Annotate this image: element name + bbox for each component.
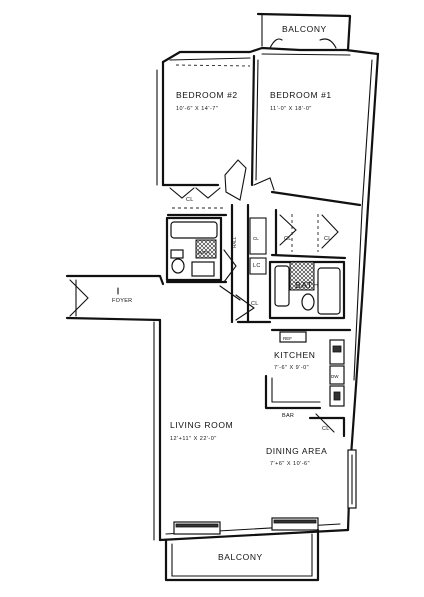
bath2-label: BATH bbox=[295, 280, 319, 290]
kitchen-closet-label: CL bbox=[322, 426, 330, 432]
bath-2: BATH bbox=[268, 260, 346, 320]
bedroom1-size: 11'-0" X 18'-0" bbox=[270, 106, 312, 112]
bedroom2-closet-label: CL bbox=[186, 197, 194, 203]
bedroom1-label: BEDROOM #1 bbox=[270, 90, 332, 100]
dining-area-size: 7'+6" X 10'-6" bbox=[270, 461, 310, 467]
balcony-top-label: BALCONY bbox=[282, 24, 327, 34]
living-room-label: LIVING ROOM bbox=[170, 420, 233, 430]
foyer: FOYER bbox=[65, 274, 165, 322]
bedroom2-door bbox=[224, 159, 247, 201]
dining-area-label: DINING AREA bbox=[266, 446, 327, 456]
kitchen: REF KITCHEN 7'-6" X 9'-0" DW BAR CL bbox=[264, 328, 352, 438]
living-room-size: 12'+11" X 22'-0" bbox=[170, 436, 217, 442]
balcony-bottom-label: BALCONY bbox=[218, 552, 263, 562]
bottom-wall bbox=[158, 517, 350, 542]
bar-label: BAR bbox=[282, 413, 294, 419]
bedroom2-label: BEDROOM #2 bbox=[176, 90, 238, 100]
living-room: LIVING ROOM 12'+11" X 22'-0" bbox=[153, 318, 233, 542]
bath1-label: BATH bbox=[198, 250, 210, 255]
kitchen-size: 7'-6" X 9'-0" bbox=[274, 365, 309, 371]
bedroom1-closet-a-label: CL bbox=[284, 236, 292, 242]
balcony-bottom: BALCONY bbox=[164, 528, 320, 582]
bedroom1-closet-b-label: CL bbox=[324, 236, 332, 242]
hall: HALL LC CL CL bbox=[219, 203, 272, 324]
hall-closet-label: CL bbox=[253, 236, 259, 241]
hall-label: HALL bbox=[232, 236, 237, 248]
bath-1: BATH bbox=[165, 216, 228, 284]
bedroom2-closet: CL bbox=[166, 187, 228, 217]
balcony-top: BALCONY bbox=[256, 12, 352, 52]
hall-closet2-label: CL bbox=[251, 301, 259, 307]
bedroom2-size: 10'-6" X 14'-7" bbox=[176, 106, 218, 112]
linen-closet-label: LC bbox=[253, 263, 261, 269]
bedroom1-closets: CL CL bbox=[270, 208, 347, 260]
kitchen-label: KITCHEN bbox=[274, 350, 316, 360]
foyer-label: FOYER bbox=[112, 298, 132, 304]
dining-area: DINING AREA 7'+6" X 10'-6" bbox=[266, 446, 357, 509]
refrigerator-label: REF bbox=[283, 336, 292, 341]
dishwasher-label: DW bbox=[331, 374, 339, 379]
